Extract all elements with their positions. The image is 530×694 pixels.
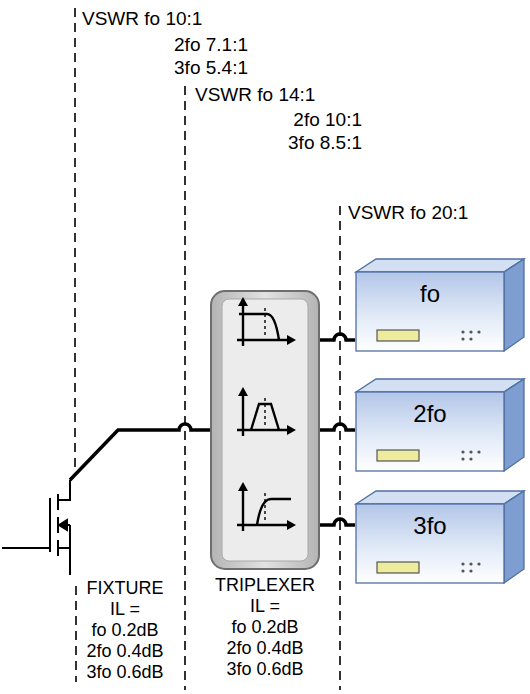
panel-knob (477, 450, 480, 453)
instrument-box: 3fo (355, 490, 525, 584)
reference-plane (75, 586, 77, 682)
vswr-label: 2fo 10:1 (293, 109, 362, 131)
panel-knob (461, 562, 464, 565)
vswr-label: VSWR fo 14:1 (195, 84, 315, 106)
panel-knob (461, 569, 464, 572)
panel-knob (477, 562, 480, 565)
panel-knob (469, 457, 472, 460)
filter-symbol (237, 387, 296, 436)
instrument-name: fo (355, 280, 505, 308)
vswr-label: VSWR fo 20:1 (348, 202, 468, 224)
insertion-loss-label: 2fo 0.4dB (86, 641, 163, 662)
vswr-label: 3fo 5.4:1 (174, 57, 248, 79)
panel-knob (461, 457, 464, 460)
insertion-loss-label: fo 0.2dB (91, 620, 158, 641)
connector (320, 334, 355, 340)
insertion-loss-label: 3fo 0.6dB (86, 662, 163, 683)
instrument-name: 3fo (355, 512, 505, 540)
panel-knob (469, 337, 472, 340)
connector (320, 424, 355, 430)
panel-knob (469, 450, 472, 453)
panel-knob (469, 562, 472, 565)
reference-plane (184, 86, 186, 690)
transistor-symbol (2, 480, 70, 575)
panel-knob (469, 569, 472, 572)
insertion-loss-label: IL = (110, 599, 140, 620)
insertion-loss-label: 2fo 0.4dB (185, 638, 345, 659)
vswr-label: 2fo 7.1:1 (174, 34, 248, 56)
insertion-loss-label: fo 0.2dB (185, 617, 345, 638)
panel-knob (477, 330, 480, 333)
panel-knob (469, 330, 472, 333)
vswr-label: VSWR fo 10:1 (82, 8, 202, 30)
insertion-loss-label: IL = (185, 596, 345, 617)
triplexer-outline (210, 290, 320, 570)
vswr-label: 3fo 8.5:1 (288, 132, 362, 154)
connector (320, 519, 355, 525)
reference-plane (339, 206, 341, 690)
triplexer-box: TRIPLEXERIL =fo 0.2dB2fo 0.4dB3fo 0.6dB (210, 290, 320, 570)
display-window (377, 562, 419, 573)
reference-plane (74, 8, 76, 470)
insertion-loss-label: 3fo 0.6dB (185, 659, 345, 680)
panel-knob (461, 337, 464, 340)
filter-symbol (237, 482, 296, 531)
filter-symbol (237, 297, 296, 346)
display-window (377, 450, 419, 461)
instrument-box: fo (355, 258, 525, 352)
panel-knob (461, 330, 464, 333)
component-name: TRIPLEXER (185, 575, 345, 596)
instrument-name: 2fo (355, 400, 505, 428)
panel-knob (461, 450, 464, 453)
instrument-box: 2fo (355, 378, 525, 472)
insertion-loss-label: FIXTURE (86, 578, 163, 599)
fixture-line (70, 424, 210, 480)
display-window (377, 330, 419, 341)
